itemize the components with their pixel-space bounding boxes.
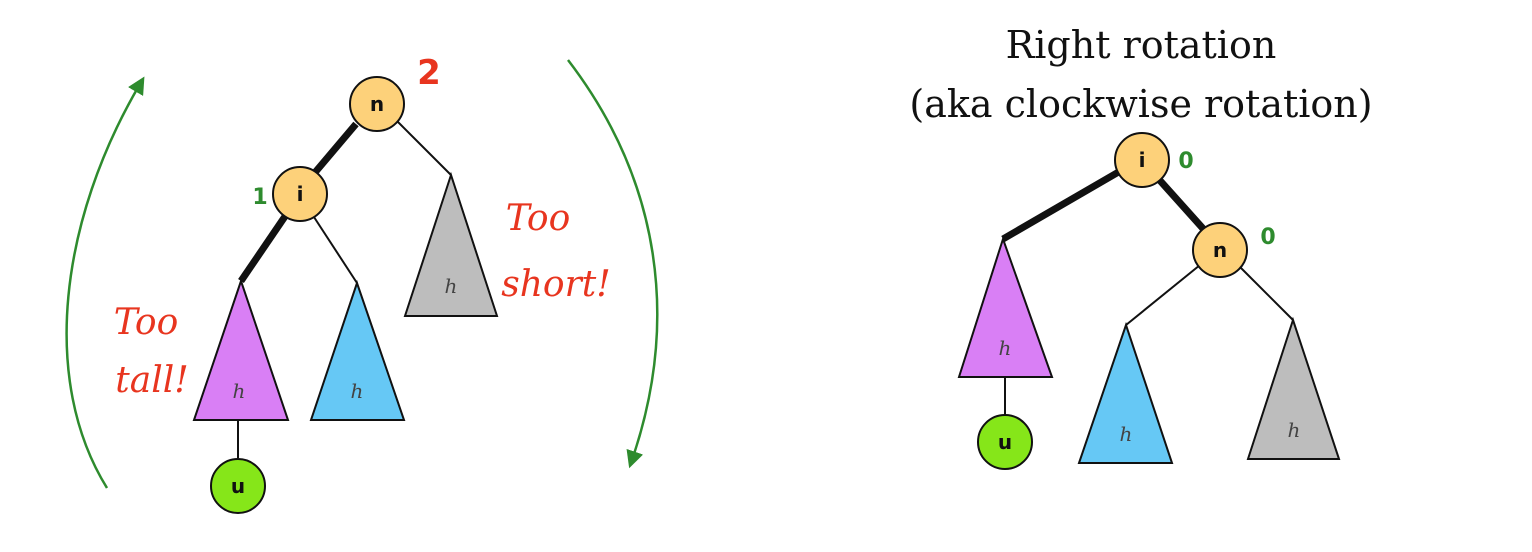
left-up-arrow xyxy=(65,76,145,489)
balance-n-right: 0 xyxy=(1260,225,1275,250)
node-u-right xyxy=(977,414,1033,470)
subtree-gray-right xyxy=(1246,316,1341,460)
node-n-right xyxy=(1192,222,1248,278)
title-line2: (aka clockwise rotation) xyxy=(909,82,1372,126)
too-short-line1: Too xyxy=(506,198,571,239)
node-n-right-label: n xyxy=(1213,238,1227,262)
edge-i-purple xyxy=(238,210,291,283)
node-u xyxy=(210,458,266,514)
edge-i-purple-right xyxy=(1001,166,1124,243)
balance-i-right: 0 xyxy=(1178,149,1193,174)
node-n-label: n xyxy=(370,92,384,116)
node-u-label: u xyxy=(231,474,245,498)
subtree-mid-blue xyxy=(309,279,406,421)
balance-n: 2 xyxy=(417,53,441,93)
subtree-blue-right xyxy=(1077,321,1174,464)
edge-n-i xyxy=(309,121,359,179)
node-i xyxy=(272,166,328,222)
edge-n-blue-right xyxy=(1125,264,1201,326)
title-line1: Right rotation xyxy=(1006,23,1277,67)
node-i-right xyxy=(1114,132,1170,188)
subtree-short-gray xyxy=(403,171,499,317)
balance-i: 1 xyxy=(252,185,267,210)
subtree-short-label: h xyxy=(445,274,458,298)
left-diagram: h h h n i u 2 1 Too tall! Too short! xyxy=(65,53,659,514)
node-n xyxy=(349,76,405,132)
edge-i-blue xyxy=(311,213,358,284)
too-tall-line1: Too xyxy=(114,302,179,343)
edge-i-n-right xyxy=(1152,172,1210,236)
right-diagram: Right rotation (aka clockwise rotation) … xyxy=(909,23,1373,470)
too-short-line2: short! xyxy=(501,264,610,305)
left-down-arrow xyxy=(567,59,659,469)
node-i-label: i xyxy=(297,182,304,206)
subtree-gray-right-label: h xyxy=(1288,418,1301,442)
subtree-purple-right-label: h xyxy=(999,336,1012,360)
too-tall-line2: tall! xyxy=(115,360,188,401)
node-u-right-label: u xyxy=(998,430,1012,454)
edge-n-gray-right xyxy=(1237,264,1294,321)
subtree-purple-right xyxy=(957,235,1054,378)
edge-n-gray xyxy=(397,121,452,176)
node-i-right-label: i xyxy=(1139,148,1146,172)
subtree-tall-purple xyxy=(192,277,290,421)
subtree-tall-label: h xyxy=(233,379,246,403)
subtree-mid-label: h xyxy=(351,379,364,403)
subtree-blue-right-label: h xyxy=(1120,422,1133,446)
